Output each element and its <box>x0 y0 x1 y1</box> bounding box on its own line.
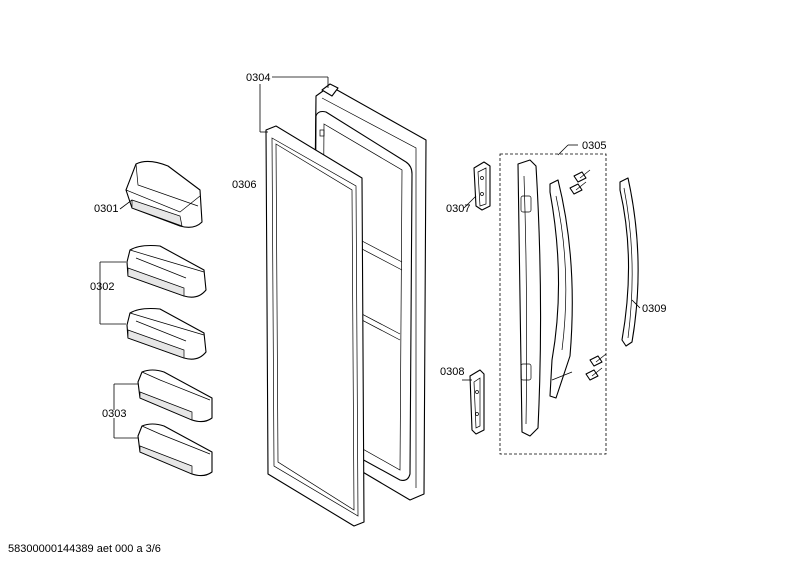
door-bin-0302-upper <box>126 244 207 298</box>
part-labels: 0304 0306 0301 0302 0303 0305 0307 0308 … <box>90 72 666 420</box>
handle-assembly-0305 <box>499 153 607 455</box>
label-0301: 0301 <box>94 203 118 215</box>
door-bin-0301 <box>125 160 203 228</box>
label-0303: 0303 <box>102 408 126 420</box>
hinge-bracket-0308 <box>469 369 485 435</box>
label-0304: 0304 <box>246 72 270 84</box>
label-0302: 0302 <box>90 281 114 293</box>
door-gasket-0306 <box>265 125 365 527</box>
label-0305: 0305 <box>582 140 606 152</box>
hinge-bracket-0307 <box>473 161 491 211</box>
label-0308: 0308 <box>440 366 464 378</box>
handle-trim-0309 <box>619 177 639 347</box>
label-0307: 0307 <box>446 203 470 215</box>
door-bin-0303-upper <box>137 369 213 423</box>
label-0309: 0309 <box>642 303 666 315</box>
door-bin-0302-lower <box>126 307 207 360</box>
document-footer: 58300000144389 aet 000 a 3/6 <box>8 543 161 555</box>
leader-lines <box>99 76 641 439</box>
door-bin-0303-lower <box>137 423 213 477</box>
label-0306: 0306 <box>232 179 256 191</box>
